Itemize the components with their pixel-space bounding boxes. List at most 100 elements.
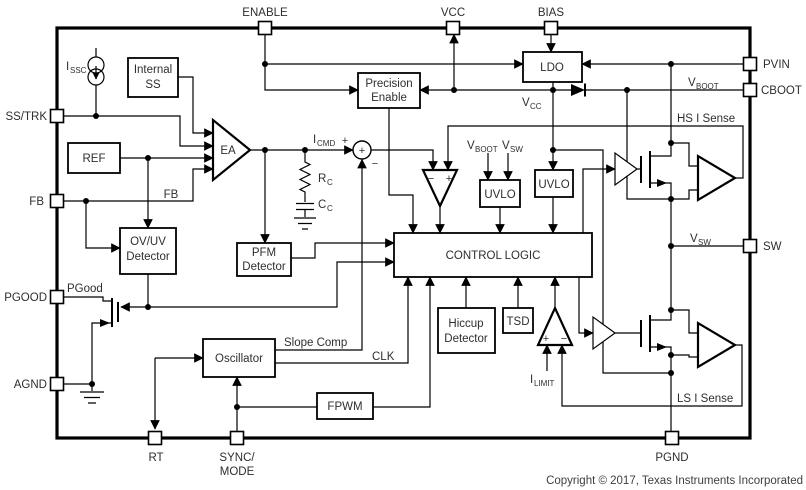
cc-label-sub: C (327, 204, 333, 213)
pfm-label-1: PFM (252, 247, 276, 259)
vsw-net-label-sub: SW (698, 238, 711, 247)
analog-symbols: EA + + − − + + − (211, 117, 738, 369)
ovuv-detector-block (119, 227, 177, 275)
agnd-pin-label: AGND (14, 379, 47, 391)
wire-pgood-pin-to-fet (63, 296, 112, 302)
pwm-comp-minus: − (428, 173, 434, 185)
uvlo-boot-label: UVLO (484, 189, 515, 201)
hs-i-sense-label: HS I Sense (677, 113, 735, 125)
cboot-pin-label: CBOOT (761, 85, 802, 97)
summing-input-plus: + (342, 135, 348, 147)
vboot-net-label: V (688, 77, 696, 89)
internal-ss-block (127, 57, 179, 98)
sw-pin-label: SW (763, 241, 782, 253)
pfm-label-2: Detector (242, 261, 286, 273)
oscillator-block (202, 338, 276, 378)
issc-label: I (66, 61, 69, 73)
compensation-capacitor (296, 202, 314, 211)
bias-pin-label: BIAS (538, 7, 565, 19)
bootstrap-diode (571, 84, 585, 96)
uvlo-vcc-block (534, 169, 574, 198)
enable-pin (257, 20, 273, 36)
summing-junction (352, 140, 372, 160)
precision-enable-block (357, 72, 421, 109)
pgood-pin-label: PGOOD (4, 292, 47, 304)
vboot-uvlo-label: V (467, 140, 475, 152)
vsw-net-label: V (690, 233, 698, 245)
icmd-label: I (313, 134, 316, 146)
summing-input-minus: − (372, 158, 378, 170)
wire-precision-enable-to-control (388, 108, 418, 234)
fpwm-label: FPWM (327, 401, 362, 413)
vsw-uvlo-label-sub: SW (510, 145, 523, 154)
wire-clk (275, 276, 413, 364)
uvlo-boot-block (479, 179, 521, 208)
fpwm-block (316, 392, 374, 420)
wire-fb-to-ea (63, 164, 214, 202)
cc-label: C (318, 199, 326, 211)
vboot-uvlo-label-sub: BOOT (475, 145, 498, 154)
summing-plus: + (359, 145, 365, 157)
hs-current-sense-amp (696, 154, 738, 202)
ls-fet-source-arrow (657, 343, 667, 351)
ground-symbol-agnd (80, 391, 104, 404)
icmd-label-sub: CMD (317, 139, 335, 148)
ls-i-sense-label: LS I Sense (677, 393, 733, 405)
rc-label: R (318, 173, 326, 185)
wire-ls-sense-bottom-input (671, 354, 698, 358)
junction-dots (83, 61, 674, 410)
copyright-text: Copyright © 2017, Texas Instruments Inco… (546, 475, 803, 487)
pfm-detector-block (236, 242, 292, 277)
wire-fb-to-ovuv (85, 201, 121, 253)
ls-gate-driver (592, 315, 617, 351)
ilimit-label-sub: LIMIT (534, 379, 555, 388)
ls-fet-source-to-pgnd (650, 346, 672, 432)
tsd-block (502, 307, 534, 334)
vcc-net-label-sub: CC (530, 102, 542, 111)
wire-control-to-ls-driver (578, 277, 594, 338)
net-labels: I SSC FB I CMD R C C C V BOOT V SW V CC … (66, 61, 735, 405)
wire-hs-i-sense (443, 125, 744, 179)
ldo-label: LDO (540, 62, 564, 74)
control-logic-block (393, 232, 593, 278)
sw-pin (742, 238, 758, 254)
bias-pin (543, 20, 559, 36)
pgnd-pin-label: PGND (655, 452, 688, 464)
rt-pin-label: RT (148, 452, 163, 464)
precision-enable-label-1: Precision (365, 78, 412, 90)
fb-pin-label: FB (29, 196, 44, 208)
sync-pin-label-1: SYNC/ (219, 452, 255, 464)
clk-label: CLK (372, 351, 395, 363)
wire-vcc-to-ls-driver (553, 149, 604, 324)
ea-label: EA (220, 145, 236, 157)
hiccup-label-1: Hiccup (448, 318, 483, 330)
compensation-resistor (298, 150, 312, 202)
pwm-comp-plus: + (446, 173, 452, 185)
pgood-net-label: PGood (67, 283, 103, 295)
wire-summing-to-comparator (371, 149, 438, 171)
vcc-pin (445, 20, 461, 36)
vcc-net-label: V (522, 97, 530, 109)
pgnd-pin (664, 430, 680, 446)
ilimit-label: I (530, 374, 533, 386)
pgood-fet-source-arrow (100, 319, 110, 327)
enable-pin-label: ENABLE (242, 7, 288, 19)
function-blocks: Internal SS REF OV/UV Detector PFM Detec… (67, 51, 593, 420)
wire-sw-to-ls-drain (650, 246, 672, 321)
internal-ss-label-1: Internal (134, 64, 172, 76)
internal-ss-label-2: SS (145, 79, 161, 91)
chip-outline (55, 26, 752, 440)
wire-hs-sense-top-input (671, 142, 698, 167)
wire-fpwm-to-control (373, 276, 435, 408)
fb-net-label: FB (164, 189, 179, 201)
hiccup-detector-block (437, 307, 496, 354)
ovuv-label-2: Detector (126, 251, 170, 263)
vsw-uvlo-label: V (502, 140, 510, 152)
pgood-fet-source-lead (91, 322, 112, 384)
ref-block (67, 142, 121, 174)
tsd-label: TSD (507, 316, 530, 328)
sync-mode-pin (229, 430, 245, 446)
wire-ls-sense-top-input (671, 309, 698, 334)
